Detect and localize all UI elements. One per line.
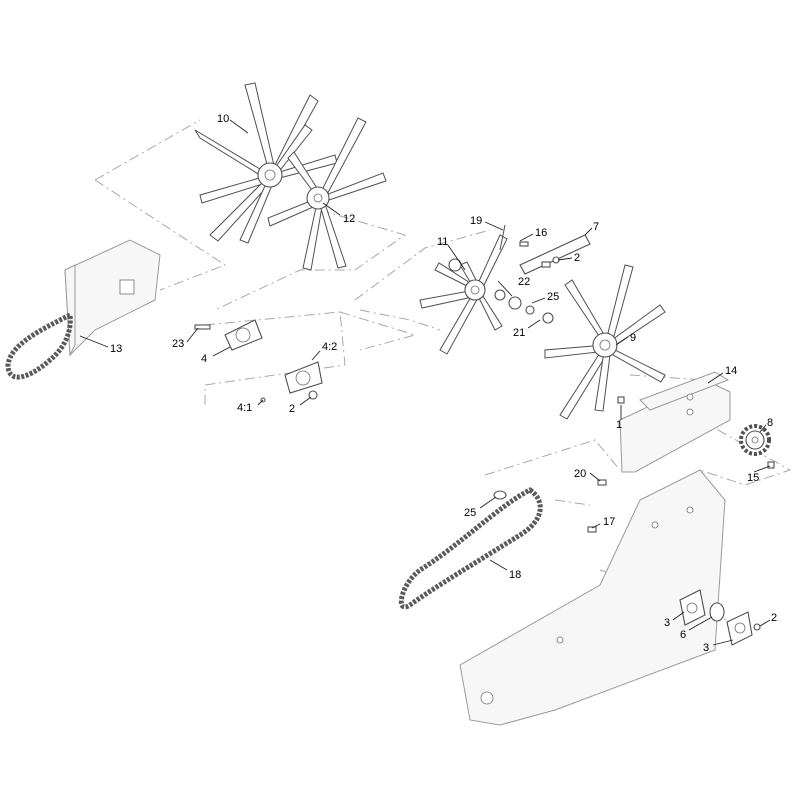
callout-25-lower: 25	[464, 507, 476, 519]
callout-4-1: 4:1	[237, 402, 252, 414]
chain-18	[398, 487, 543, 610]
callout-4: 4	[201, 353, 207, 365]
chain-left	[5, 311, 73, 380]
tine-rotor-10-12	[194, 82, 338, 244]
tine-rotor-12	[267, 117, 387, 271]
callout-8: 8	[767, 417, 773, 429]
shaft-7	[448, 224, 591, 324]
callout-12: 12	[343, 213, 355, 225]
callout-9: 9	[630, 332, 636, 344]
callout-14: 14	[725, 365, 737, 377]
sprocket-8	[739, 424, 771, 456]
bolts	[552, 256, 775, 533]
callout-3-upper: 3	[664, 617, 670, 629]
tine-rotor-9	[544, 264, 666, 420]
callout-3-lower: 3	[703, 642, 709, 654]
callout-4-2: 4:2	[322, 341, 337, 353]
callout-15: 15	[747, 472, 759, 484]
leader-lines	[79, 119, 771, 646]
bracket-14	[619, 371, 731, 473]
callout-2-lower: 2	[771, 612, 777, 624]
callout-7: 7	[593, 221, 599, 233]
washer-25	[493, 490, 507, 500]
callout-21: 21	[513, 327, 525, 339]
bearing-assembly-4	[194, 319, 323, 403]
shield-13	[64, 239, 161, 357]
callout-23: 23	[172, 338, 184, 350]
callout-6: 6	[680, 629, 686, 641]
callout-16: 16	[535, 227, 547, 239]
callout-19: 19	[470, 215, 482, 227]
callout-13: 13	[110, 343, 122, 355]
callout-20: 20	[574, 468, 586, 480]
tine-rotor-11	[419, 234, 508, 355]
side-plate	[459, 469, 726, 726]
callout-11: 11	[437, 236, 448, 248]
callout-2-middle: 2	[289, 403, 295, 415]
callout-labels: 10 12 11 19 16 7 2 22 25 21 9 13 23 4 4:…	[110, 113, 777, 654]
callout-18: 18	[509, 569, 521, 581]
callout-10: 10	[217, 113, 229, 125]
callout-2-upper: 2	[574, 252, 580, 264]
callout-1: 1	[616, 419, 622, 431]
callout-25-upper: 25	[547, 291, 559, 303]
callout-22: 22	[518, 276, 530, 288]
callout-17: 17	[603, 516, 615, 528]
bearing-assembly-3-6	[679, 589, 761, 646]
